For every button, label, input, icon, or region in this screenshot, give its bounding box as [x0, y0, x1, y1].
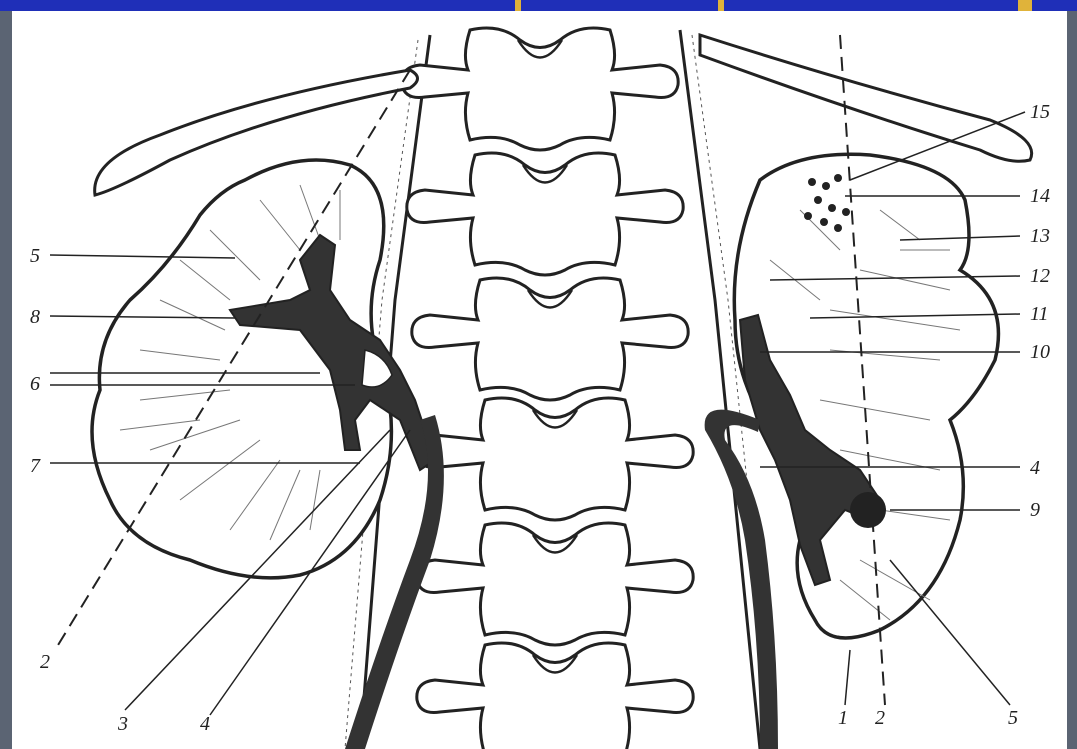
right-ureter	[705, 410, 778, 749]
label: 5	[30, 245, 40, 267]
banner-accent	[515, 0, 521, 11]
labels-left: 5 8 6 7	[30, 245, 41, 477]
left-frame	[0, 11, 12, 749]
banner-accent	[718, 0, 724, 11]
label: 2	[875, 707, 885, 729]
label: 14	[1030, 185, 1050, 207]
label: 3	[117, 713, 128, 735]
kidney-anatomy-diagram: 5 8 6 7 15 14 13 12 11 10 4 9 2 3 4 1 2 …	[12, 11, 1067, 749]
label: 15	[1030, 101, 1050, 123]
right-frame	[1067, 11, 1077, 749]
label: 2	[40, 651, 50, 673]
label: 6	[30, 373, 40, 395]
stone-in-calyx	[850, 492, 886, 528]
label: 4	[200, 713, 210, 735]
left-kidney	[92, 160, 435, 578]
top-banner	[0, 0, 1077, 11]
label: 8	[30, 306, 40, 328]
label: 12	[1030, 265, 1050, 287]
labels-right: 15 14 13 12 11 10 4 9	[1030, 101, 1050, 521]
label: 11	[1030, 303, 1049, 325]
vertebrae	[402, 28, 693, 749]
banner-accent	[1018, 0, 1032, 11]
label: 1	[838, 707, 848, 729]
label: 7	[30, 455, 41, 477]
label: 13	[1030, 225, 1050, 247]
right-kidney	[734, 154, 998, 638]
label: 4	[1030, 457, 1040, 479]
label: 10	[1030, 341, 1050, 363]
right-rib	[700, 35, 1032, 161]
label: 9	[1030, 499, 1040, 521]
label: 5	[1008, 707, 1018, 729]
